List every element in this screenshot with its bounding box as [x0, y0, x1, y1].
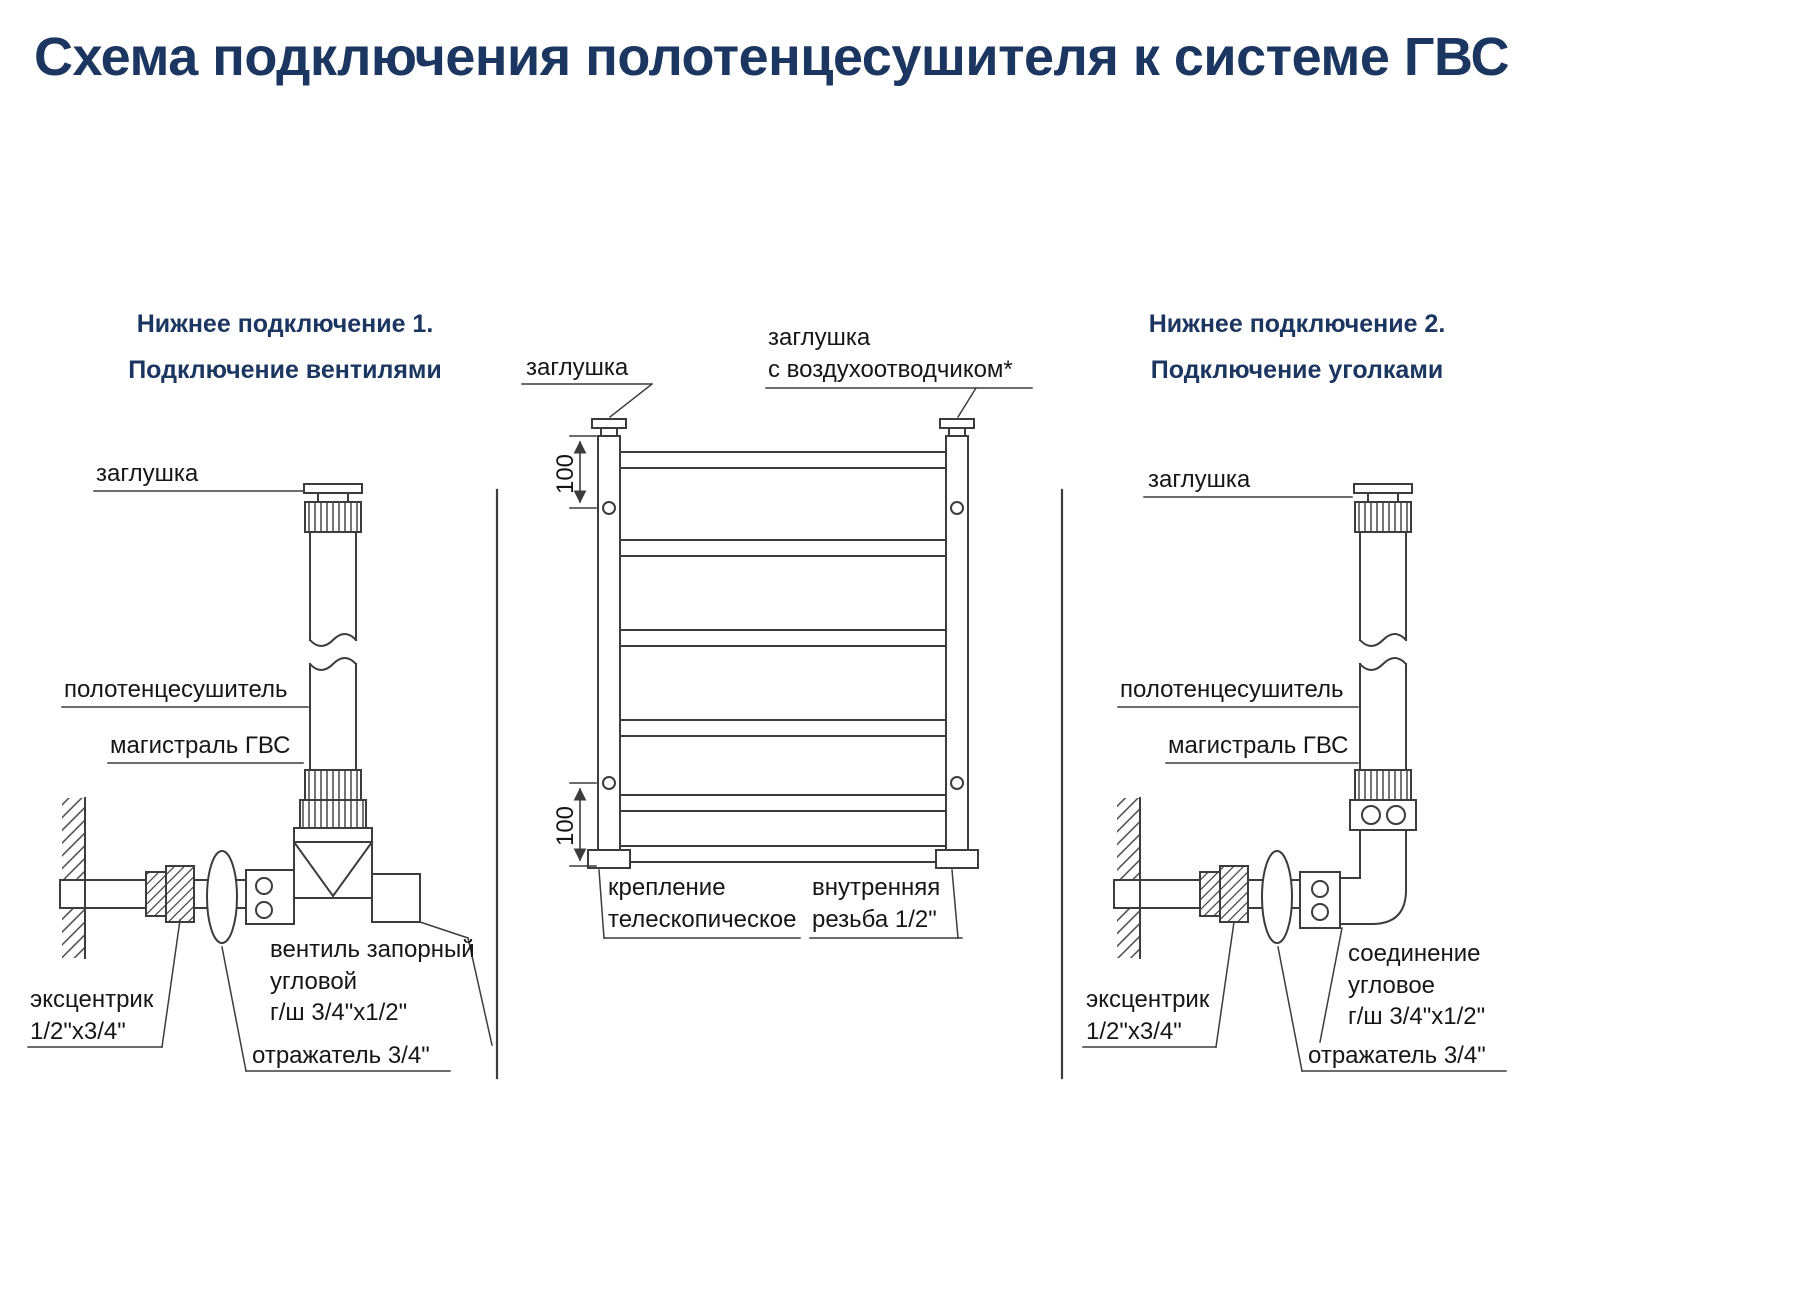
rail-rungs [619, 451, 947, 863]
center-air-vent-cap-label: заглушка с воздухоотводчиком* [768, 324, 1013, 383]
dimension-top-value: 100 [552, 453, 579, 495]
center-mount-label: крепление телескопическое [608, 874, 797, 933]
center-thread-label: внутренняя резьба 1/2" [812, 874, 941, 933]
right-leader-lines [1082, 496, 1507, 1072]
rail-risers [597, 435, 969, 867]
right-angle-joint [1299, 799, 1417, 929]
left-angle-valve [245, 799, 421, 925]
page-title: Схема подключения полотенцесушителя к си… [34, 27, 1509, 87]
left-eccentric-label: эксцентрик 1/2"x3/4" [30, 986, 154, 1045]
center-leader-lines [521, 382, 1033, 939]
right-towel-rail-label: полотенцесушитель [1120, 676, 1344, 703]
left-leader-lines [27, 490, 493, 1072]
right-heading-line1: Нижнее подключение 2. [1148, 310, 1446, 338]
right-heading-line2: Подключение уголками [1150, 356, 1444, 384]
rail-mount-holes [602, 501, 964, 790]
center-cap-label: заглушка [526, 354, 629, 381]
left-wall-hatch [62, 797, 86, 959]
left-towel-rail-label: полотенцесушитель [64, 676, 288, 703]
left-cap-label: заглушка [96, 460, 199, 487]
right-eccentric-label: эксцентрик 1/2"x3/4" [1086, 986, 1210, 1045]
towel-rail-front-view [521, 382, 1033, 939]
right-reflector-cover [1261, 850, 1293, 944]
right-connection-diagram [1082, 483, 1507, 1072]
right-towel-pipe [1353, 483, 1413, 801]
dimension-bottom-value: 100 [552, 805, 579, 847]
left-towel-pipe [303, 483, 363, 801]
right-cap-label: заглушка [1148, 466, 1251, 493]
left-valve-label: вентиль запорный угловой г/ш 3/4"x1/2" [270, 936, 475, 1027]
left-connection-diagram [27, 483, 493, 1072]
left-eccentric-fitting [145, 865, 195, 923]
left-hws-main-label: магистраль ГВС [110, 732, 291, 759]
dimension-bottom [569, 782, 597, 867]
right-elbow-joint-label: соединение угловое г/ш 3/4"x1/2" [1348, 940, 1486, 1031]
left-heading-line2: Подключение вентилями [128, 356, 442, 384]
rail-caps [591, 418, 975, 437]
right-eccentric-fitting [1199, 865, 1249, 923]
right-wall-hatch [1117, 797, 1141, 959]
dimension-top [569, 435, 597, 509]
left-heading-line1: Нижнее подключение 1. [136, 310, 434, 338]
right-reflector-label: отражатель 3/4" [1308, 1042, 1486, 1069]
right-hws-main-label: магистраль ГВС [1168, 732, 1349, 759]
left-reflector-cover [206, 850, 238, 944]
left-reflector-label: отражатель 3/4" [252, 1042, 430, 1069]
rail-bottom-fittings [587, 849, 979, 869]
